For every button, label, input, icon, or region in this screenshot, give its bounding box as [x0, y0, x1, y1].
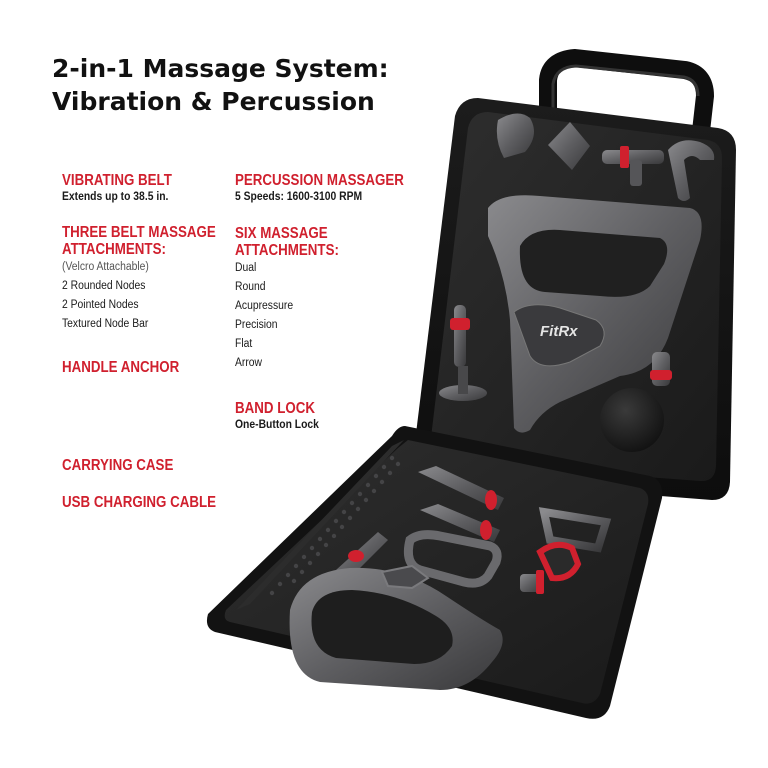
feature-vibrating-belt: VIBRATING BELT Extends up to 38.5 in. [62, 172, 190, 204]
page-title: 2-in-1 Massage System: Vibration & Percu… [52, 52, 492, 118]
feature-heading: BAND LOCK [235, 400, 315, 417]
feature-belt-attachments: THREE BELT MASSAGE ATTACHMENTS: (Velcro … [62, 224, 241, 334]
base-contents [269, 455, 612, 690]
feature-note: (Velcro Attachable) [62, 261, 149, 273]
feature-heading: ATTACHMENTS: [62, 241, 166, 258]
title-line-1: 2-in-1 Massage System: [52, 54, 389, 83]
feature-detail: Extends up to 38.5 in. [62, 191, 169, 203]
feature-heading: PERCUSSION MASSAGER [235, 172, 404, 189]
list-item: Textured Node Bar [62, 318, 149, 330]
list-item: Precision [235, 319, 278, 331]
feature-heading: SIX MASSAGE [235, 225, 328, 242]
list-item: Round [235, 281, 266, 293]
feature-handle-anchor: HANDLE ANCHOR [62, 359, 198, 376]
list-item: 2 Pointed Nodes [62, 299, 139, 311]
brand-logo: FitRx [540, 323, 578, 340]
feature-heading: ATTACHMENTS: [235, 242, 339, 259]
feature-heading: VIBRATING BELT [62, 172, 172, 189]
list-item: Dual [235, 262, 257, 274]
feature-heading: CARRYING CASE [62, 457, 174, 474]
feature-detail: One-Button Lock [235, 419, 319, 431]
feature-band-lock: BAND LOCK One-Button Lock [235, 400, 328, 432]
feature-usb-cable: USB CHARGING CABLE [62, 494, 241, 511]
title-line-2: Vibration & Percussion [52, 87, 375, 116]
feature-heading: USB CHARGING CABLE [62, 494, 217, 511]
list-item: Acupressure [235, 300, 294, 312]
feature-heading: THREE BELT MASSAGE [62, 224, 216, 241]
list-item: Flat [235, 338, 253, 350]
feature-percussion-massager: PERCUSSION MASSAGER 5 Speeds: 1600-3100 … [235, 172, 431, 204]
lid-attachments: FitRx [439, 113, 715, 452]
feature-six-attachments: SIX MASSAGE ATTACHMENTS: Dual Round Acup… [235, 225, 356, 373]
list-item: 2 Rounded Nodes [62, 280, 146, 292]
feature-carrying-case: CARRYING CASE [62, 457, 191, 474]
case-handle [539, 48, 715, 149]
feature-detail: 5 Speeds: 1600-3100 RPM [235, 191, 363, 203]
list-item: Arrow [235, 357, 263, 369]
feature-heading: HANDLE ANCHOR [62, 359, 180, 376]
